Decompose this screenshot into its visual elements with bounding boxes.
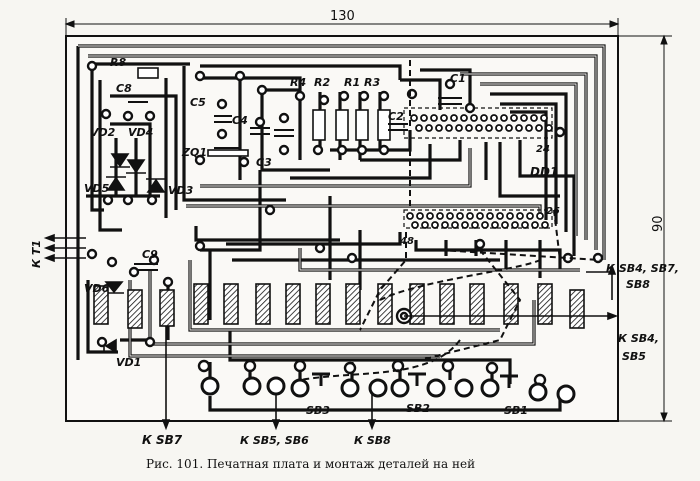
label-to-sb4-sb7-sb8-line2: SB8 bbox=[626, 278, 650, 291]
label-vd1: VD1 bbox=[116, 356, 141, 369]
width-dimension bbox=[64, 18, 620, 36]
label-vd3: VD3 bbox=[168, 184, 194, 197]
label-to-sb4-sb7-sb8-line1: К SB4, SB7, bbox=[606, 262, 679, 275]
label-c9: C9 bbox=[142, 248, 158, 261]
label-vd4: VD4 bbox=[128, 126, 153, 139]
button-contacts bbox=[200, 376, 576, 404]
label-sb3: SB3 bbox=[306, 404, 330, 417]
resistors-top bbox=[137, 67, 391, 141]
hatched-pads bbox=[93, 283, 585, 329]
label-pin24: 24 bbox=[536, 144, 550, 155]
label-to-sb7: К SB7 bbox=[142, 433, 183, 447]
label-c4: C4 bbox=[232, 114, 248, 127]
label-c1: C1 bbox=[450, 72, 466, 85]
label-c5: C5 bbox=[190, 96, 206, 109]
ic-pins bbox=[406, 114, 553, 229]
figure-caption: Рис. 101. Печатная плата и монтаж детале… bbox=[146, 457, 475, 471]
height-dimension bbox=[618, 34, 672, 423]
label-sb1: SB1 bbox=[504, 404, 528, 417]
label-pin48: 48 bbox=[399, 236, 414, 247]
trace-highlights bbox=[78, 45, 605, 357]
label-to-sb4-sb5-line1: К SB4, bbox=[618, 332, 659, 345]
connection-arrows bbox=[43, 233, 619, 431]
label-r8: R8 bbox=[110, 56, 126, 69]
label-c2: C2 bbox=[388, 110, 404, 123]
label-to-sb8: К SB8 bbox=[354, 434, 391, 447]
label-zq1: ZQ1 bbox=[181, 146, 207, 159]
label-r1: R1 bbox=[344, 76, 360, 89]
label-vd5: VD5 bbox=[84, 182, 110, 195]
solder-pads bbox=[86, 60, 604, 387]
label-dd1: DD1 bbox=[530, 165, 558, 179]
label-to-sb5-sb6: К SB5, SB6 bbox=[240, 434, 309, 447]
label-c8: C8 bbox=[116, 82, 132, 95]
label-r3: R3 bbox=[364, 76, 380, 89]
label-c3: C3 bbox=[256, 156, 272, 169]
label-pin25: 25 bbox=[546, 206, 560, 217]
label-to-t1: К Т1 bbox=[30, 240, 43, 268]
label-r4: R4 bbox=[290, 76, 306, 89]
label-vd2: VD2 bbox=[90, 126, 116, 139]
ic-dd1 bbox=[403, 107, 553, 229]
label-vd6: VD6 bbox=[84, 282, 110, 295]
dashed-wires bbox=[299, 60, 601, 381]
height-dimension-label: 90 bbox=[651, 215, 666, 232]
label-r2: R2 bbox=[314, 76, 330, 89]
crystal-zq1 bbox=[207, 149, 249, 157]
label-sb2: SB2 bbox=[406, 402, 430, 415]
button-t-marks bbox=[312, 372, 518, 388]
label-to-sb4-sb5-line2: SB5 bbox=[622, 350, 646, 363]
width-dimension-label: 130 bbox=[330, 9, 355, 24]
